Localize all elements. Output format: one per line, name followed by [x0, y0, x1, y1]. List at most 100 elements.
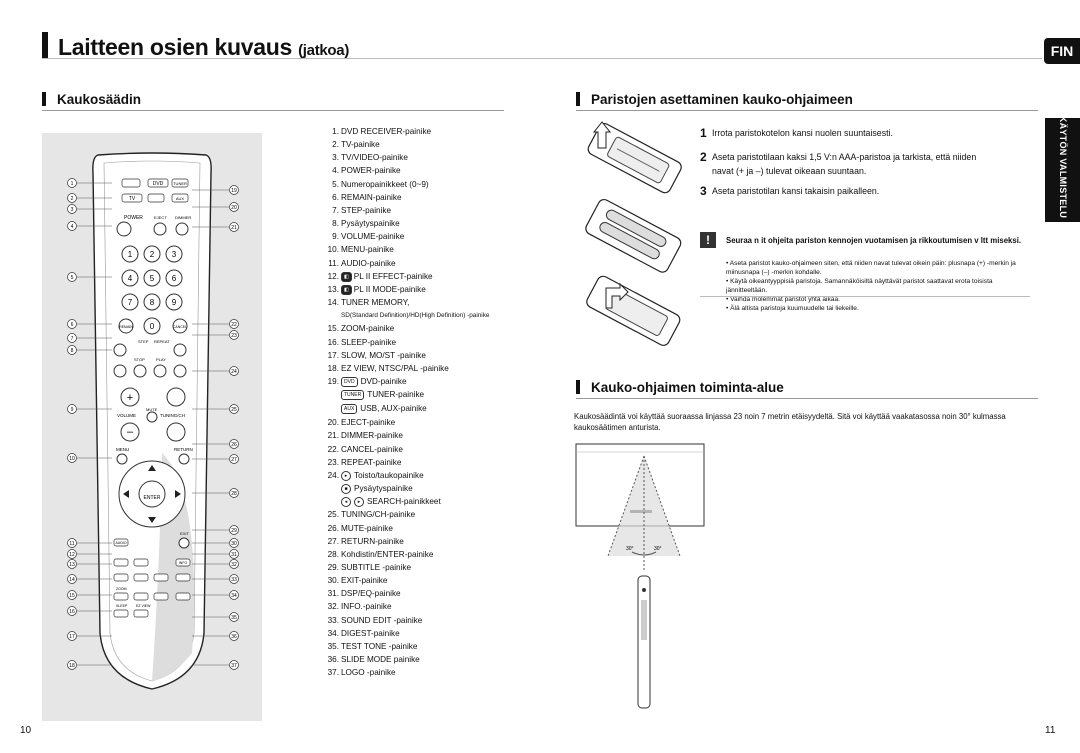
remote-step-label: STEP [138, 339, 149, 344]
callout-number: 29 [231, 528, 237, 534]
section-rule-remote [42, 110, 504, 111]
callout-number: 12 [69, 552, 75, 558]
stop-item: ■Pysäytyspainike [326, 482, 489, 495]
callout-circle [229, 366, 239, 376]
part-number: 5. [332, 179, 339, 189]
parts-list-item: 35.TEST TONE -painike [326, 640, 489, 653]
step-number: 2 [700, 150, 707, 164]
part-number: 36. [327, 655, 339, 665]
section-title-remote: Kaukosäädin [57, 92, 142, 107]
parts-list-item: 4.POWER-painike [326, 164, 489, 177]
remote-mute-label: MUTE [146, 407, 158, 412]
page-title: Laitteen osien kuvaus (jatkoa) [58, 34, 349, 61]
part-label: AUDIO-painike [341, 258, 396, 268]
dolby-icon: ◧ [341, 271, 352, 282]
callout-number: 8 [71, 348, 74, 354]
page-number-left: 10 [20, 725, 32, 736]
callout-circle [229, 574, 239, 584]
callout-number: 11 [69, 541, 74, 547]
remote-power-label: POWER [124, 215, 143, 221]
usb-aux-label: USB, AUX-painike [360, 404, 427, 414]
part-label: RETURN-painike [341, 536, 404, 546]
parts-list-item: 1.DVD RECEIVER-painike [326, 125, 489, 138]
step-text: Aseta paristotilan kansi takaisin paikal… [712, 186, 880, 196]
digit-label: 0 [150, 322, 155, 331]
part-number: 10. [327, 245, 339, 255]
part-label: TV-painike [341, 140, 380, 150]
callout-number: 22 [231, 322, 237, 328]
battery-illustration [585, 121, 682, 346]
parts-list-item: 25.TUNING/CH-painike [326, 508, 489, 521]
digit-label: 2 [150, 250, 155, 259]
part-label: TV/VIDEO-painike [341, 153, 408, 163]
callout-number: 25 [231, 407, 237, 413]
parts-list-item: 11.AUDIO-painike [326, 257, 489, 270]
remote-ezview-label: EZ VIEW [136, 604, 151, 608]
digit-button [121, 293, 139, 311]
callout-number: 5 [71, 275, 74, 281]
parts-list-item: 14.TUNER MEMORY, [326, 296, 489, 309]
callout-circle [229, 202, 239, 212]
part-number: 7. [332, 205, 339, 215]
remote-menu-label: MENU [116, 447, 129, 452]
digit-button [121, 269, 139, 287]
part-label: SLEEP-painike [341, 337, 397, 347]
parts-list-item: 16.SLEEP-painike [326, 336, 489, 349]
callout-circle [67, 333, 77, 343]
remote-stop-label: STOP [134, 357, 145, 362]
callout-number: 13 [69, 562, 75, 568]
part-number: 6. [332, 192, 339, 202]
remote-dimmer-label: DIMMER [175, 215, 191, 220]
callout-circle [229, 488, 239, 498]
digit-button [165, 269, 183, 287]
part-number: 30. [327, 576, 339, 586]
search-label: SEARCH-painikkeet [367, 497, 441, 507]
remote-tuning-label: TUNING/CH [160, 413, 185, 418]
parts-list-item: 21.DIMMER-painike [326, 429, 489, 442]
part-number: 20. [327, 418, 339, 428]
callout-circle [67, 404, 77, 414]
callout-circle [67, 631, 77, 641]
part-number: 24. [327, 470, 339, 480]
part-number: 22. [327, 444, 339, 454]
callout-circle [67, 345, 77, 355]
callout-circle [67, 221, 77, 231]
page-number-right: 11 [1045, 725, 1056, 736]
callout-circle [67, 549, 77, 559]
callout-circle [229, 454, 239, 464]
callout-circle [67, 660, 77, 670]
digit-button [143, 317, 161, 335]
callout-number: 23 [231, 333, 237, 339]
part-label: DIMMER-painike [341, 431, 403, 441]
remote-zoom-label: ZOOM [116, 587, 127, 591]
part-number: 8. [332, 219, 339, 229]
tuner-button-icon: TUNER [341, 389, 365, 400]
part-label: Kohdistin/ENTER-painike [341, 549, 434, 559]
part-label: EJECT-painike [341, 418, 396, 428]
callout-circle [229, 590, 239, 600]
callout-number: 28 [231, 491, 237, 497]
part-label: DVD RECEIVER-painike [341, 127, 432, 136]
callout-number: 7 [71, 336, 74, 342]
warning-title: Seuraa n it ohjeita pariston kennojen vu… [726, 236, 1022, 245]
part-number: 28. [327, 549, 339, 559]
part-number: 19. [327, 376, 339, 386]
warning-items: • Aseta paristot kauko-ohjaimeen siten, … [726, 259, 1031, 313]
part-number: 16. [327, 337, 339, 347]
part-number: 21. [327, 431, 339, 441]
part-label: TEST TONE -painike [341, 641, 418, 651]
callout-number: 20 [231, 205, 237, 211]
callout-circle [67, 590, 77, 600]
callout-number: 33 [231, 577, 237, 583]
section-title-batteries: Paristojen asettaminen kauko-ohjaimeen [591, 92, 853, 107]
callout-number: 14 [69, 577, 75, 583]
part-label: Pysäytyspainike [341, 219, 400, 229]
callout-circle [67, 204, 77, 214]
callout-circle [67, 606, 77, 616]
remote-play-label: PLAY [156, 357, 166, 362]
remote-dvd-label: DVD [153, 181, 164, 187]
digit-label: 9 [172, 298, 177, 307]
callout-number: 36 [231, 634, 237, 640]
warning-item: • Käytä oikeantyyppisiä paristoja. Saman… [726, 278, 993, 294]
callout-circle [229, 404, 239, 414]
